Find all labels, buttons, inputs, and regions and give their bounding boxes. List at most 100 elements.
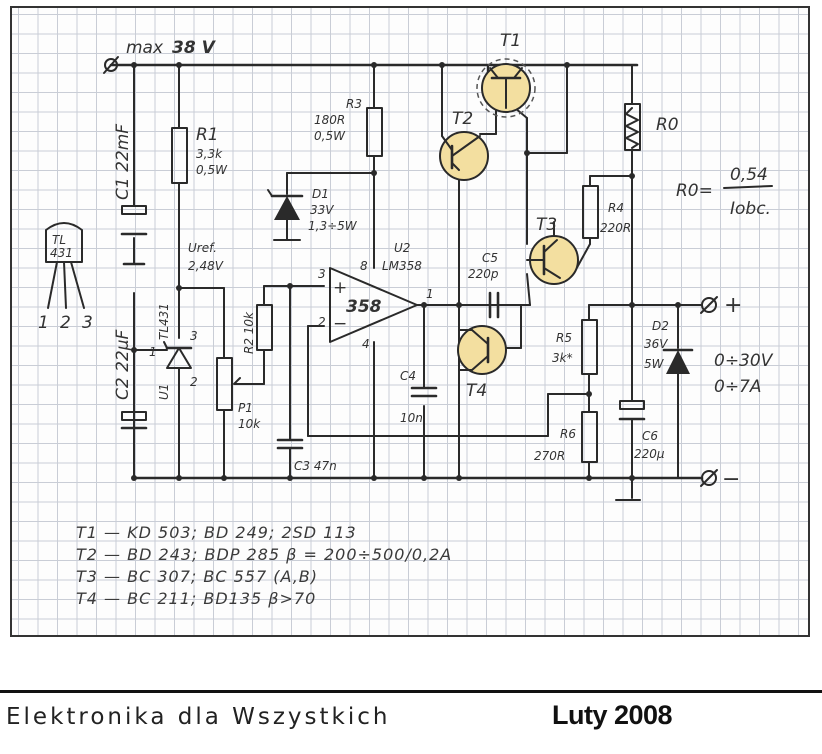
- tl431-label: TL431: [157, 303, 171, 340]
- c4-label: C4: [400, 369, 416, 383]
- r1-label: R1: [196, 125, 219, 145]
- junctions: [131, 62, 681, 481]
- output-minus-label: −: [722, 467, 740, 492]
- c1-label: C1 22mF: [113, 124, 133, 200]
- u1-label: U1: [157, 384, 171, 400]
- r0-formula-denominator: Iobc.: [730, 199, 771, 219]
- t2-transistor: [439, 131, 489, 181]
- supply-terminal: [103, 56, 119, 74]
- output-voltage-range: 0÷30V: [714, 351, 774, 371]
- c3-label: C3 47n: [294, 459, 337, 473]
- u2-opamp: [329, 267, 418, 343]
- u2-label: U2: [394, 241, 410, 255]
- tl431-pinout-icon: [45, 222, 85, 309]
- r0-resistor: [624, 103, 641, 151]
- wires: [109, 63, 704, 501]
- t2-label: T2: [452, 109, 473, 129]
- r5-value: 3k*: [552, 351, 573, 365]
- r1-power: 0,5W: [196, 163, 228, 177]
- c5-label: C5: [482, 251, 498, 265]
- r3-label: R3: [346, 97, 362, 111]
- t1-label: T1: [500, 31, 521, 51]
- r6-label: R6: [560, 427, 576, 441]
- parts-list-item: T2 — BD 243; BDP 285 β = 200÷500/0,2A: [76, 545, 452, 564]
- d2-zener: [662, 348, 694, 374]
- tl431-pin-2: 2: [60, 313, 71, 333]
- output-minus-terminal: [700, 469, 718, 487]
- opamp-pin-3: 3: [318, 267, 326, 281]
- issue-date: Luty 2008: [552, 700, 673, 730]
- parts-list-item: T1 — KD 503; BD 249; 2SD 113: [76, 523, 357, 542]
- tl431-pin-a: 3: [190, 329, 198, 343]
- r6-resistor: [581, 411, 598, 463]
- u2-type: LM358: [382, 259, 422, 273]
- parts-list-item: T4 — BC 211; BD135 β>70: [76, 589, 316, 608]
- tl431-name-bottom: 431: [50, 246, 73, 260]
- t4-transistor: [457, 325, 507, 375]
- d2-voltage: 36V: [644, 337, 668, 351]
- p1-value: 10k: [238, 417, 261, 431]
- circuit-diagram: max 38 V TL 431 1 2 3 C1 22mF R1 3,3k 0,…: [38, 31, 774, 608]
- r5-resistor: [581, 319, 598, 375]
- r0-label: R0: [656, 115, 679, 135]
- c2-label: C2 22µF: [113, 329, 133, 400]
- parts-list-item: T3 — BC 307; BC 557 (A,B): [76, 567, 318, 586]
- c3-capacitor: [276, 438, 304, 450]
- d2-power: 5W: [644, 357, 665, 371]
- r5-label: R5: [556, 331, 572, 345]
- d2-label: D2: [652, 319, 669, 333]
- r0-formula-lhs: R0=: [676, 181, 713, 201]
- r4-resistor: [582, 185, 599, 239]
- r1-resistor: [171, 127, 188, 184]
- t1-transistor: [476, 58, 536, 118]
- d1-voltage: 33V: [310, 203, 334, 217]
- output-plus-terminal: [700, 296, 718, 314]
- r0-formula-numerator: 0,54: [730, 165, 768, 185]
- opamp-pin-8: 8: [360, 259, 368, 273]
- r4-value: 220R: [600, 221, 631, 235]
- r2-resistor: [256, 304, 273, 351]
- p1-label: P1: [238, 401, 253, 415]
- r3-resistor: [366, 107, 383, 157]
- opamp-minus-sign: −: [333, 314, 347, 334]
- c1-capacitor: [120, 205, 148, 236]
- tl431-name-top: TL: [52, 233, 66, 247]
- tl431-pin-1: 1: [38, 313, 49, 333]
- c6-value: 220µ: [634, 447, 665, 461]
- p1-potentiometer: [216, 357, 243, 411]
- r3-power: 0,5W: [314, 129, 346, 143]
- footer-rule: [0, 690, 822, 693]
- opamp-label: 358: [346, 297, 382, 317]
- c4-capacitor: [410, 386, 438, 398]
- schematic-sheet: max 38 V TL 431 1 2 3 C1 22mF R1 3,3k 0,…: [10, 6, 810, 637]
- c4-value: 10n: [400, 411, 423, 425]
- opamp-pin-2: 2: [318, 315, 326, 329]
- r3-value: 180R: [314, 113, 345, 127]
- c6-label: C6: [642, 429, 658, 443]
- r6-value: 270R: [534, 449, 565, 463]
- d1-label: D1: [312, 187, 329, 201]
- tl431-pin-b: 1: [149, 345, 157, 359]
- parts-list: T1 — KD 503; BD 249; 2SD 113 T2 — BD 243…: [76, 523, 452, 608]
- r0-formula-bar: [723, 185, 773, 189]
- opamp-pin-1: 1: [426, 287, 434, 301]
- r1-value: 3,3k: [196, 147, 223, 161]
- c5-capacitor: [488, 291, 500, 319]
- t3-label: T3: [536, 215, 557, 235]
- t3-transistor: [526, 235, 579, 285]
- c5-value: 220p: [468, 267, 499, 281]
- supply-label: max: [126, 38, 164, 58]
- publication-name: Elektronika dla Wszystkich: [6, 704, 391, 730]
- output-current-range: 0÷7A: [714, 377, 762, 397]
- supply-value: 38 V: [172, 38, 217, 58]
- r2-label: R2 10k: [242, 311, 256, 354]
- c6-capacitor: [618, 400, 646, 421]
- tl431-regulator: [163, 341, 193, 369]
- opamp-plus-sign: +: [333, 278, 347, 298]
- r4-label: R4: [608, 201, 624, 215]
- t4-label: T4: [466, 381, 487, 401]
- c2-capacitor: [120, 262, 148, 430]
- tl431-pin-c: 2: [190, 375, 198, 389]
- uref-label: Uref.: [188, 241, 217, 255]
- d1-power: 1,3÷5W: [308, 219, 358, 233]
